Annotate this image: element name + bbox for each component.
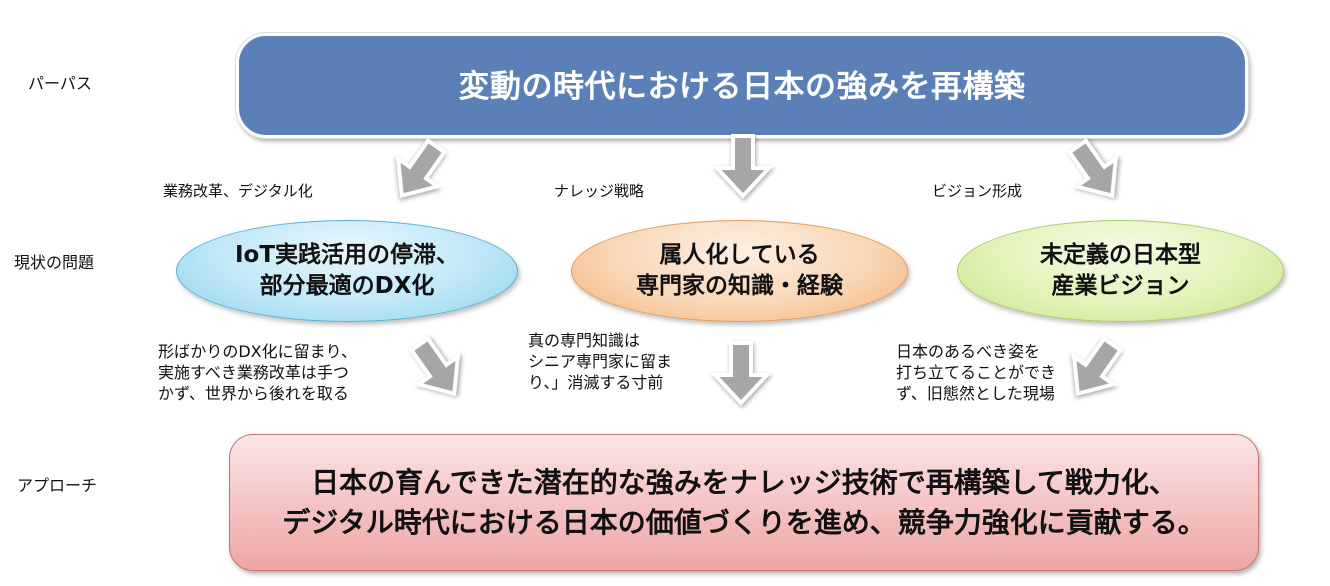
- branch-label-digital: 業務改革、デジタル化: [163, 182, 313, 200]
- description-line: 真の専門知識は: [528, 331, 641, 350]
- down-left-arrow-icon: [386, 137, 452, 204]
- down-right-arrow-icon: [404, 335, 470, 402]
- description-digital: 形ばかりのDX化に留まり、 実施すべき業務改革は手つ かず、世界から後れを取る: [158, 341, 357, 404]
- problem-ellipse-iot: IoT実践活用の停滞、 部分最適のDX化: [176, 220, 518, 322]
- down-left-arrow-icon: [1062, 335, 1128, 402]
- problem-text-expertise: 属人化している 専門家の知識・経験: [636, 240, 843, 302]
- description-line: 日本のあるべき姿を: [896, 342, 1041, 361]
- description-line: 実施すべき業務改革は手つ: [158, 363, 349, 382]
- description-line: ず、旧態然とした現場: [896, 384, 1055, 403]
- description-line: 形ばかりのDX化に留まり、: [158, 342, 357, 361]
- row-label-approach: アプローチ: [17, 476, 98, 495]
- problem-line: 部分最適のDX化: [259, 273, 435, 299]
- approach-line: デジタル時代における日本の価値づくりを進め、競争力強化に貢献する。: [282, 505, 1206, 539]
- purpose-text: 変動の時代における日本の強みを再構築: [458, 69, 1026, 105]
- description-line: シニア専門家に留ま: [528, 352, 673, 371]
- description-line: り、」消滅する寸前: [528, 373, 664, 392]
- problem-line: 属人化している: [659, 242, 820, 268]
- problem-text-iot: IoT実践活用の停滞、 部分最適のDX化: [235, 240, 459, 302]
- row-label-problem: 現状の問題: [14, 253, 95, 272]
- branch-label-vision: ビジョン形成: [932, 182, 1023, 200]
- problem-ellipse-expertise: 属人化している 専門家の知識・経験: [571, 220, 908, 322]
- description-knowledge: 真の専門知識は シニア専門家に留ま り、」消滅する寸前: [528, 330, 672, 393]
- problem-ellipse-vision: 未定義の日本型 産業ビジョン: [957, 220, 1284, 322]
- purpose-box: 変動の時代における日本の強みを再構築: [236, 33, 1248, 138]
- problem-text-vision: 未定義の日本型 産業ビジョン: [1040, 240, 1201, 302]
- approach-line: 日本の育んできた潜在的な強みをナレッジ技術で再構築して戦力化、: [311, 465, 1177, 499]
- problem-line: 未定義の日本型: [1040, 242, 1201, 268]
- description-line: 打ち立てることができ: [896, 363, 1057, 382]
- row-label-purpose: パーパス: [28, 74, 92, 93]
- problem-line: 産業ビジョン: [1051, 273, 1190, 299]
- down-arrow-icon: [708, 340, 774, 406]
- down-arrow-icon: [710, 133, 776, 199]
- problem-line: IoT実践活用の停滞、: [234, 242, 460, 268]
- approach-box: 日本の育んできた潜在的な強みをナレッジ技術で再構築して戦力化、 デジタル時代にお…: [229, 434, 1259, 571]
- down-right-arrow-icon: [1062, 137, 1128, 204]
- description-line: かず、世界から後れを取る: [158, 384, 349, 403]
- problem-line: 専門家の知識・経験: [636, 273, 843, 299]
- branch-label-knowledge: ナレッジ戦略: [554, 182, 645, 200]
- description-vision: 日本のあるべき姿を 打ち立てることができ ず、旧態然とした現場: [896, 341, 1056, 404]
